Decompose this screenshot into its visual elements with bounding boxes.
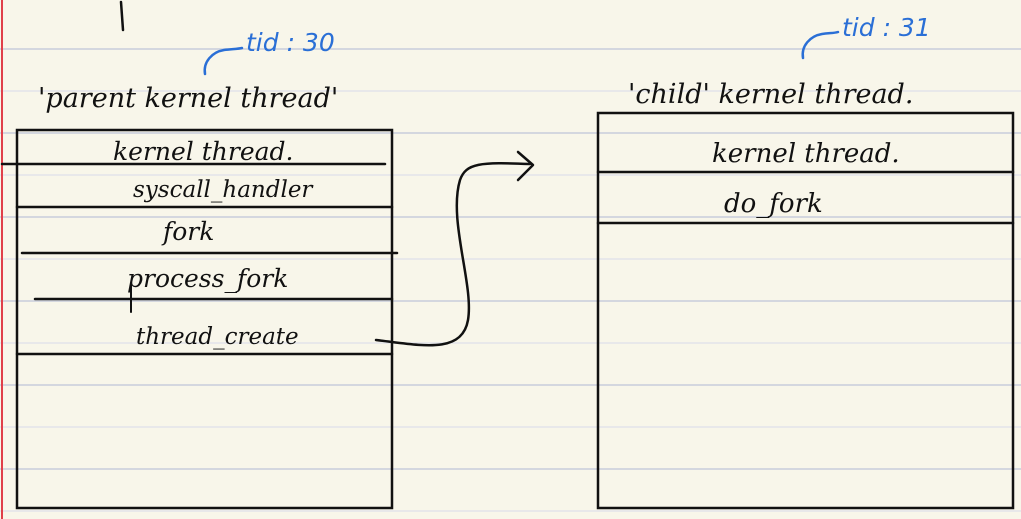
- child-frame-dividers: [596, 170, 1015, 225]
- child-frame-kernel-thread: kernel thread.: [712, 139, 900, 169]
- parent-title: 'parent kernel thread': [38, 83, 338, 114]
- parent-tid-hook: [203, 46, 244, 76]
- child-tid-label: tid : 31: [842, 13, 931, 42]
- parent-frame-process-fork: process_fork: [127, 264, 288, 293]
- faint-ruled-lines: [0, 90, 1021, 512]
- parent-frame-dividers: [0, 162, 399, 356]
- fork-arrow: [374, 162, 532, 347]
- parent-tid-label: tid : 30: [246, 28, 335, 57]
- parent-frame-kernel-thread: kernel thread.: [113, 137, 293, 166]
- parent-frame-thread-create: thread_create: [136, 324, 299, 350]
- parent-frame-fork: fork: [161, 217, 214, 246]
- ruled-lines: [0, 48, 1021, 470]
- child-frame-do-fork: do_fork: [724, 189, 823, 219]
- pen-stroke: [119, 0, 125, 32]
- fork-arrow-head: [516, 150, 535, 182]
- parent-stack-box: [15, 128, 394, 510]
- parent-frame-syscall-handler: syscall_handler: [133, 177, 314, 203]
- child-tid-hook: [801, 30, 840, 60]
- child-stack-box: [596, 111, 1015, 510]
- child-title: 'child' kernel thread.: [628, 79, 913, 110]
